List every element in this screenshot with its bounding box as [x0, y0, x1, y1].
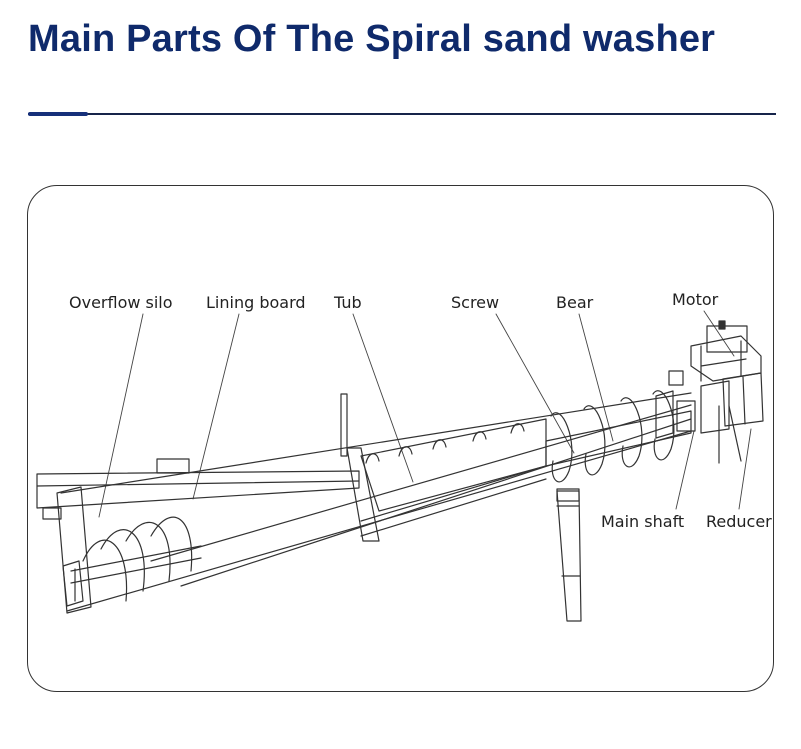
label-tub: Tub: [333, 293, 362, 312]
drive-assembly: [655, 320, 764, 464]
label-motor: Motor: [672, 290, 719, 309]
label-screw: Screw: [451, 293, 499, 312]
leader-lines: [98, 310, 752, 518]
tub-flights: [365, 423, 525, 464]
trough: [56, 392, 692, 614]
label-overflow-silo: Overflow silo: [69, 293, 173, 312]
divider-line: [28, 113, 776, 115]
spiral-washer-diagram: Overflow silo Lining board Tub Screw Bea…: [36, 290, 772, 622]
label-reducer: Reducer: [706, 512, 772, 531]
page-title: Main Parts Of The Spiral sand washer: [28, 18, 716, 60]
label-lining-board: Lining board: [206, 293, 306, 312]
upper-screw: [545, 390, 692, 483]
title-divider: [28, 112, 776, 116]
divider-accent: [28, 112, 88, 116]
end-plate: [62, 560, 84, 607]
label-main-shaft: Main shaft: [601, 512, 684, 531]
diagram-card: Overflow silo Lining board Tub Screw Bea…: [27, 185, 774, 692]
support-leg: [556, 488, 582, 622]
label-bear: Bear: [556, 293, 594, 312]
overflow-silo: [36, 458, 360, 520]
lower-screw: [70, 516, 202, 602]
